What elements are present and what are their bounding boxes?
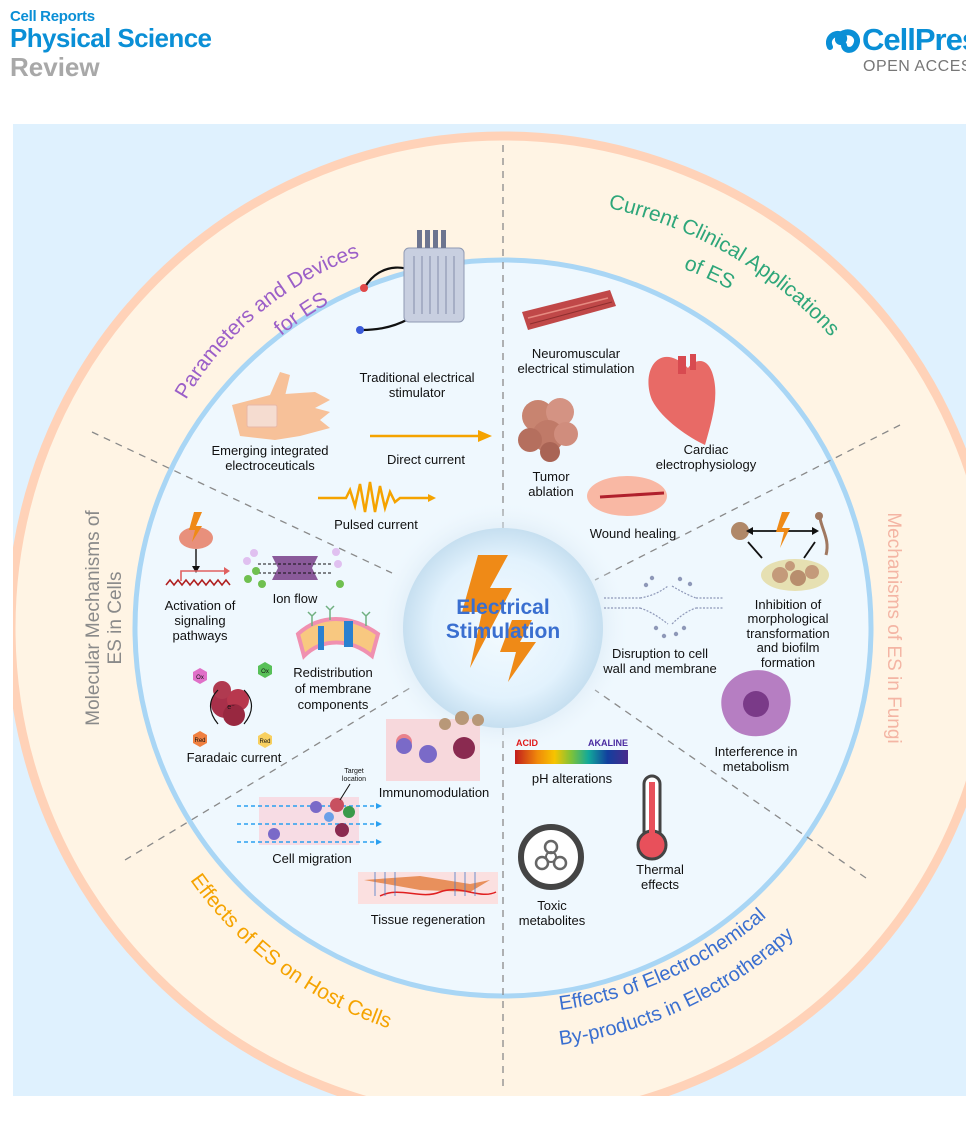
label-cell-migration: Cell migration [272,851,351,866]
section-title-molecular-line2: ES in Cells [105,572,126,665]
biohazard-icon [518,824,584,890]
membrane-disruption-icon [604,575,724,639]
ph-scale-bar [515,750,628,764]
label-traditional-stimulator-2: stimulator [389,385,446,400]
section-dividers [91,145,901,1092]
label-redistribution-2: of membrane [295,681,372,696]
label-target-location-2: location [342,776,366,783]
label-emerging-electroceuticals-2: electroceuticals [225,458,315,473]
journal-header: Cell Reports Physical Science Review [10,8,212,82]
label-thermal-1: Thermal [636,862,684,877]
divider-upper-right [594,424,901,581]
label-ph-alterations: pH alterations [532,771,613,786]
label-activation-2: signaling [174,613,225,628]
section-title-molecular: Molecular Mechanisms of ES in Cells [83,510,126,726]
faradaic-current-icon: Ox Ox Red Red e⁻ [193,662,272,748]
thermometer-icon [636,774,668,861]
divider-upper-left [91,431,393,574]
section-title-fungi: Mechanisms of ES in Fungi [883,512,904,743]
open-access-label: OPEN ACCESS [863,58,966,75]
diagram-svg: Electrical Stimulation Parameters and De… [13,131,966,1096]
label-tumor-1: Tumor [532,469,570,484]
center-title-line2: Stimulation [446,620,560,643]
hand-patch-icon [232,372,330,440]
tumor-icon [518,398,578,462]
label-neuromuscular-2: electrical stimulation [517,361,634,376]
label-morphological-3: transformation [746,626,829,641]
label-ion-flow: Ion flow [273,591,318,606]
label-direct-current: Direct current [387,452,465,467]
electron-label: e⁻ [227,704,235,711]
stimulator-icon [356,230,465,334]
label-cardiac-1: Cardiac [684,442,729,457]
publisher-name: CellPress [862,22,966,57]
label-activation-1: Activation of [165,598,236,613]
immunomodulation-icon [386,711,484,781]
tissue-regeneration-icon [358,872,498,904]
direct-current-arrow-icon [370,430,492,442]
label-cardiac-2: electrophysiology [656,457,757,472]
journal-name-line2: Physical Science [10,23,212,53]
label-morphological-2: morphological [748,611,829,626]
red-label-left: Red [194,738,205,744]
pulsed-current-wave-icon [318,481,436,513]
label-activation-3: pathways [173,628,228,643]
center-circle [403,528,603,728]
muscle-icon [522,290,616,330]
label-morphological-1: Inhibition of [755,597,822,612]
label-thermal-2: effects [641,877,680,892]
figure-panel: Electrical Stimulation Parameters and De… [13,124,966,1096]
cellpress-swirl-icon [826,29,860,53]
label-redistribution-1: Redistribution [293,665,373,680]
ion-channel-icon [243,548,344,588]
ph-acid-label: ACID [516,738,538,748]
divider-lower-right [594,689,867,879]
label-toxic-2: metabolites [519,913,586,928]
label-toxic-1: Toxic [537,898,567,913]
membrane-components-icon [295,605,381,660]
label-emerging-electroceuticals-1: Emerging integrated [211,443,328,458]
label-morphological-5: formation [761,655,815,670]
label-tumor-2: ablation [528,484,574,499]
ox-label-left: Ox [196,675,204,681]
label-wound-healing: Wound healing [590,526,677,541]
label-metabolism-1: Interference in [714,744,797,759]
label-metabolism-2: metabolism [723,759,789,774]
label-pulsed-current: Pulsed current [334,517,418,532]
article-type: Review [10,52,100,82]
ph-alkaline-label: AKALINE [588,738,628,748]
label-disruption-1: Disruption to cell [612,646,708,661]
label-target-location-1: Target [344,768,364,775]
label-immunomodulation: Immunomodulation [379,785,490,800]
journal-name-line1: Cell Reports [10,8,95,25]
label-disruption-2: wall and membrane [602,661,716,676]
red-label-right: Red [259,739,270,745]
signaling-pathway-icon [165,512,231,587]
divider-lower-left [124,687,411,861]
ox-label-right: Ox [261,669,269,675]
center-title-line1: Electrical [456,596,549,619]
label-neuromuscular-1: Neuromuscular [532,346,621,361]
lightning-bolt-icon [462,555,536,682]
label-morphological-4: and biofilm [757,640,820,655]
heart-icon [648,354,716,445]
label-tissue-regeneration: Tissue regeneration [371,912,485,927]
fungal-morphology-icon [731,512,829,591]
label-redistribution-3: components [298,697,369,712]
cell-migration-icon [237,783,382,845]
section-title-molecular-line1: Molecular Mechanisms of [83,510,104,726]
label-faradaic-current: Faradaic current [187,750,282,765]
wound-icon [587,476,667,516]
label-traditional-stimulator-1: Traditional electrical [359,370,474,385]
fungal-cell-icon [721,670,791,737]
